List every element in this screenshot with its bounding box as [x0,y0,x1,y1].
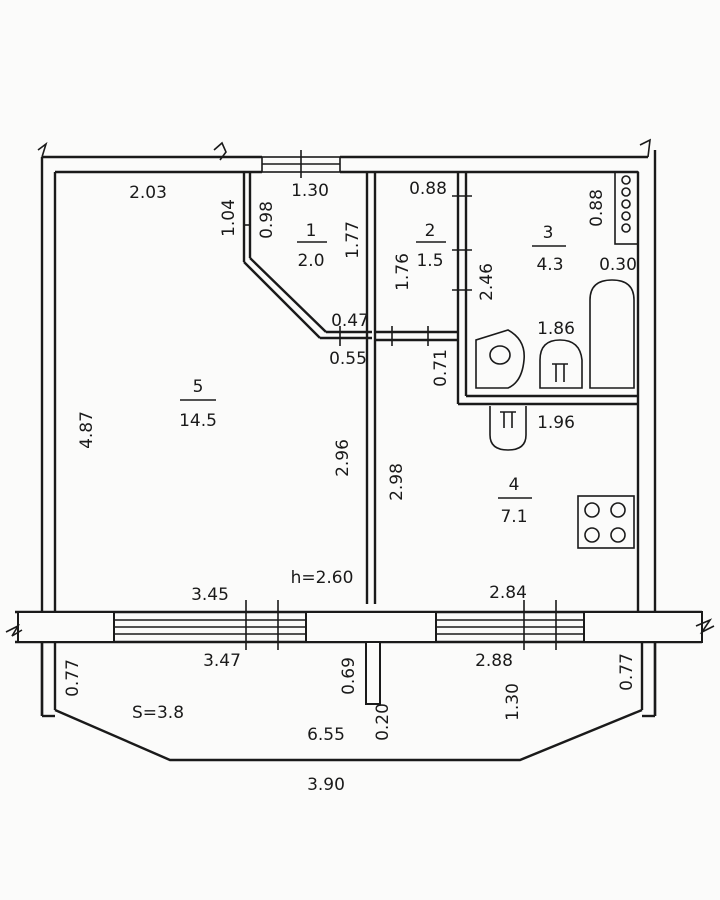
balcony [40,641,657,762]
dim-0-69: 0.69 [339,657,359,695]
dim-1-30-top: 1.30 [291,181,329,201]
dim-1-96: 1.96 [537,413,575,433]
dim-2-03: 2.03 [129,183,167,203]
room-5-area: 14.5 [179,411,217,431]
fixtures [475,171,639,549]
dim-0-77-left: 0.77 [63,659,83,697]
dim-1-86: 1.86 [537,319,575,339]
dim-0-55: 0.55 [329,349,367,369]
dim-0-30: 0.30 [599,255,637,275]
kitchen-sink-icon [489,406,527,451]
dim-2-84: 2.84 [489,583,527,603]
balcony-area: S=3.8 [132,703,184,723]
dim-1-04: 1.04 [219,199,239,237]
dim-2-88: 2.88 [475,651,513,671]
dim-3-45: 3.45 [191,585,229,605]
dim-1-77: 1.77 [343,221,363,259]
room-2-number: 2 [425,221,436,241]
dim-2-96: 2.96 [333,439,353,477]
dim-3-90: 3.90 [307,775,345,795]
dim-1-30-bottom: 1.30 [503,683,523,721]
dim-3-47: 3.47 [203,651,241,671]
dim-2-98: 2.98 [387,463,407,501]
radiator-icon [614,171,639,245]
dim-1-76: 1.76 [393,253,413,291]
room-2-area: 1.5 [416,251,443,271]
room-5-number: 5 [193,377,204,397]
room-labels: 1 2.0 2 1.5 3 4.3 4 7.1 5 14.5 [179,221,566,527]
room-1-area: 2.0 [297,251,324,271]
dim-0-20: 0.20 [373,703,393,741]
ceiling-height: h=2.60 [291,568,354,588]
sink-icon [539,339,583,389]
toilet-icon [475,329,525,389]
dim-6-55: 6.55 [307,725,345,745]
room-3-number: 3 [543,223,554,243]
dim-2-46: 2.46 [477,263,497,301]
dim-0-88-a: 0.88 [409,179,447,199]
stove-icon [577,495,635,549]
dim-0-77-right: 0.77 [617,653,637,691]
interior-walls [242,172,638,604]
dimension-labels: 2.03 1.30 0.88 0.30 0.47 0.55 1.86 1.96 … [63,179,637,795]
dim-0-71: 0.71 [431,349,451,387]
dim-0-88-b: 0.88 [587,189,607,227]
room-3-area: 4.3 [536,255,563,275]
bathtub-icon [589,279,635,389]
dim-0-98: 0.98 [257,201,277,239]
south-wall [5,600,715,650]
room-1-number: 1 [306,221,317,241]
dim-0-47: 0.47 [331,311,369,331]
room-4-area: 7.1 [500,507,527,527]
dim-4-87: 4.87 [77,411,97,449]
room-4-number: 4 [509,475,520,495]
